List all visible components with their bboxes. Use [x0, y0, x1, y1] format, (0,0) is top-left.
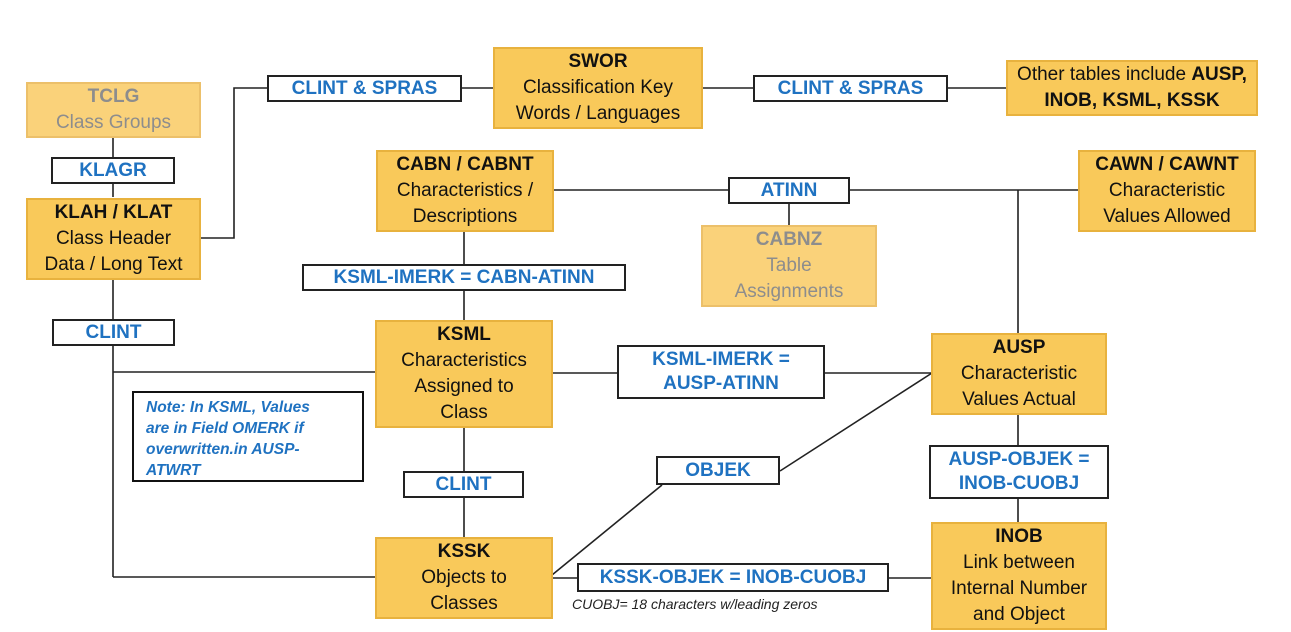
table-desc: Table: [766, 255, 812, 276]
link-ausp-inob: AUSP-OBJEK = INOB-CUOBJ: [929, 445, 1109, 499]
table-name: SWOR: [568, 51, 628, 72]
table-desc: Classification Key: [523, 77, 673, 98]
table-name: KLAH / KLAT: [54, 202, 173, 223]
table-desc: Values Allowed: [1103, 206, 1231, 227]
table-desc: Data / Long Text: [44, 254, 183, 275]
table-name: KSSK: [437, 541, 491, 562]
link-text: AUSP-OBJEK =: [948, 449, 1090, 470]
link-atinn: ATINN: [728, 177, 850, 204]
link-text: INOB-CUOBJ: [958, 473, 1080, 494]
table-name: INOB: [995, 526, 1043, 547]
table-cabn: CABN / CABNT Characteristics / Descripti…: [376, 150, 554, 232]
other-tables-bold-1: AUSP,: [1191, 64, 1247, 85]
link-klagr: KLAGR: [51, 157, 175, 184]
link-text: OBJEK: [685, 459, 751, 481]
table-desc: and Object: [973, 604, 1065, 625]
table-desc: Class: [440, 402, 488, 423]
table-swor: SWOR Classification Key Words / Language…: [493, 47, 703, 129]
table-desc: Characteristics /: [396, 180, 534, 201]
table-desc: Class Header: [55, 228, 172, 249]
table-klah: KLAH / KLAT Class Header Data / Long Tex…: [26, 198, 201, 280]
table-name: CAWN / CAWNT: [1095, 154, 1239, 175]
cuobj-caption: CUOBJ= 18 characters w/leading zeros: [572, 596, 818, 612]
link-text: CLINT & SPRAS: [291, 77, 438, 99]
other-tables-line-1: Other tables include AUSP,: [1017, 62, 1247, 88]
table-kssk: KSSK Objects to Classes: [375, 537, 553, 619]
table-desc: Internal Number: [950, 578, 1088, 599]
table-desc: Descriptions: [412, 206, 518, 227]
link-text: KLAGR: [79, 159, 147, 181]
table-desc: Values Actual: [962, 389, 1076, 410]
link-text: CLINT: [85, 321, 142, 343]
line-objek-ausp: [779, 372, 933, 472]
note-line: Note: In KSML, Values: [146, 399, 310, 416]
table-other: Other tables include AUSP, INOB, KSML, K…: [1006, 60, 1258, 116]
other-tables-bold-2: INOB, KSML, KSSK: [1044, 90, 1220, 111]
link-ksml-cabn: KSML-IMERK = CABN-ATINN: [302, 264, 626, 291]
link-clint-spras-2: CLINT & SPRAS: [753, 75, 948, 102]
ksml-note: Note: In KSML, Values are in Field OMERK…: [132, 391, 364, 482]
table-desc: Words / Languages: [515, 103, 681, 124]
table-desc: Characteristic: [960, 363, 1078, 384]
table-desc: Assignments: [734, 281, 844, 302]
link-kssk-inob: KSSK-OBJEK = INOB-CUOBJ: [577, 563, 889, 592]
note-line: ATWRT: [146, 462, 201, 479]
table-name: KSML: [437, 324, 491, 345]
table-cawn: CAWN / CAWNT Characteristic Values Allow…: [1078, 150, 1256, 232]
note-line: are in Field OMERK if: [146, 420, 304, 437]
table-cabnz: CABNZ Table Assignments: [701, 225, 877, 307]
table-name: CABNZ: [755, 229, 823, 250]
link-objek: OBJEK: [656, 456, 780, 485]
line-kssk-objek: [551, 484, 663, 576]
table-desc: Characteristic: [1108, 180, 1226, 201]
table-desc: Classes: [430, 593, 498, 614]
table-name: TCLG: [87, 86, 140, 107]
link-text: CLINT & SPRAS: [777, 77, 924, 99]
table-inob: INOB Link between Internal Number and Ob…: [931, 522, 1107, 630]
note-line: overwritten.in AUSP-: [146, 441, 300, 458]
link-ksml-ausp: KSML-IMERK = AUSP-ATINN: [617, 345, 825, 399]
table-desc: Class Groups: [55, 112, 172, 133]
table-name: AUSP: [992, 337, 1046, 358]
link-text: ATINN: [760, 179, 818, 201]
other-tables-prefix: Other tables include: [1017, 64, 1192, 85]
table-ksml: KSML Characteristics Assigned to Class: [375, 320, 553, 428]
table-ausp: AUSP Characteristic Values Actual: [931, 333, 1107, 415]
link-text: KSML-IMERK =: [652, 349, 790, 370]
table-desc: Characteristics: [401, 350, 527, 371]
link-clint-1: CLINT: [52, 319, 175, 346]
link-clint-spras-1: CLINT & SPRAS: [267, 75, 462, 102]
link-text: KSSK-OBJEK = INOB-CUOBJ: [599, 566, 867, 588]
table-desc: Objects to: [421, 567, 507, 588]
table-name: CABN / CABNT: [396, 154, 534, 175]
table-desc: Link between: [963, 552, 1075, 573]
table-tclg: TCLG Class Groups: [26, 82, 201, 138]
link-text: AUSP-ATINN: [663, 373, 779, 394]
link-text: CLINT: [435, 473, 492, 495]
other-tables-line-2: INOB, KSML, KSSK: [1044, 88, 1219, 114]
link-text: KSML-IMERK = CABN-ATINN: [333, 266, 595, 288]
table-desc: Assigned to: [414, 376, 514, 397]
link-clint-2: CLINT: [403, 471, 524, 498]
